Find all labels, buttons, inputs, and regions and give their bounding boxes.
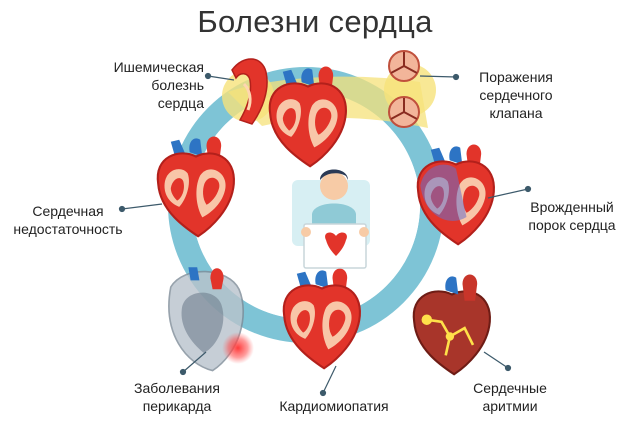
label-line: перикарда — [142, 398, 212, 414]
pointer-lines — [118, 72, 532, 397]
label-line: недостаточность — [13, 221, 123, 237]
label-line: аритмии — [482, 398, 538, 414]
label-arrhythmia: Сердечные аритмии — [450, 379, 570, 415]
label-line: Заболевания — [134, 380, 220, 396]
label-line: порок сердца — [528, 217, 616, 233]
person-with-heart-illustration — [292, 169, 370, 269]
label-line: Ишемическая — [113, 59, 204, 75]
label-ischemic-heart-disease: Ишемическая болезнь сердца — [96, 58, 204, 112]
valve-illustration-top — [388, 50, 420, 82]
heart-congenital-illustration — [416, 143, 495, 246]
label-congenital-defect: Врожденный порок сердца — [518, 198, 626, 234]
inflammation-glow — [222, 332, 254, 364]
label-heart-failure: Сердечная недостаточность — [4, 202, 132, 238]
label-line: Врожденный — [530, 199, 614, 215]
label-line: сердечного — [479, 87, 553, 103]
label-line: Сердечные — [473, 380, 547, 396]
label-line: болезнь — [151, 77, 204, 93]
page-title: Болезни сердца — [197, 4, 433, 39]
label-line: Поражения — [479, 69, 553, 85]
label-pericardial-disease: Заболевания перикарда — [112, 379, 242, 415]
ischemic-artery-illustration — [231, 58, 268, 125]
valve-illustration-bottom — [388, 96, 420, 128]
label-valve-disease: Поражения сердечного клапана — [462, 68, 570, 122]
label-line: Сердечная — [32, 203, 104, 219]
heart-arrhythmia-illustration — [412, 274, 491, 376]
label-line: клапана — [489, 105, 543, 121]
label-line: Кардиомиопатия — [279, 398, 389, 414]
label-line: сердца — [157, 95, 204, 111]
label-cardiomyopathy: Кардиомиопатия — [268, 397, 400, 415]
